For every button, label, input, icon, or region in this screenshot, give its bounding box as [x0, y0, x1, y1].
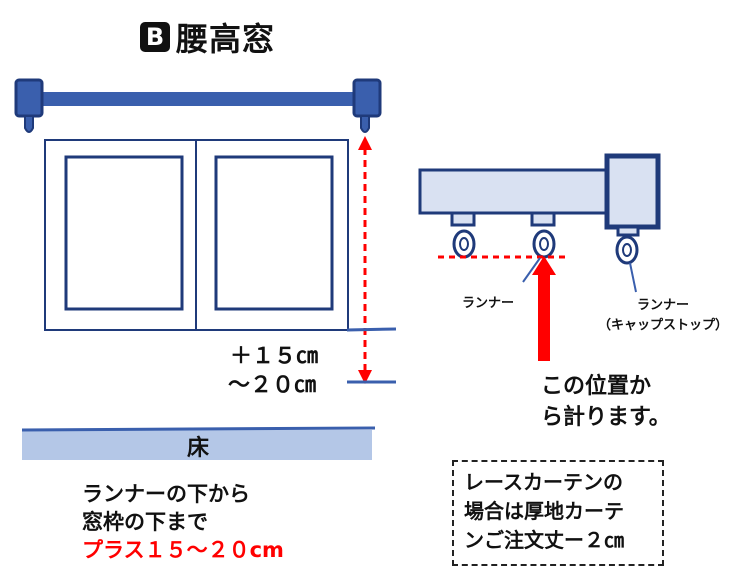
plus-label: ＋１５㎝ [230, 344, 319, 369]
instruction-line-2: 窓枠の下まで [82, 510, 208, 534]
lace-note-line-3: ンご注文丈ー２㎝ [464, 528, 624, 552]
window-pane-left [64, 155, 184, 311]
instruction-line-3: プラス１５～２０cm [82, 538, 284, 562]
arrow-up [358, 136, 372, 150]
lace-curtain-note: レースカーテンの 場合は厚地カーテ ンご注文丈ー２㎝ [452, 460, 664, 566]
red-arrow-head [532, 256, 556, 275]
lace-note-line-2: 場合は厚地カーテ [464, 499, 624, 523]
runner-cap-label-line-1: ランナー [637, 298, 690, 313]
runner-cap [615, 225, 640, 265]
runner-2 [530, 211, 556, 259]
rail-hook-left [24, 115, 34, 133]
title-badge: B [140, 22, 170, 52]
instruction-note: ランナーの下から 窓枠の下まで プラス１５～２０cm [82, 480, 284, 564]
title-text: 腰高窓 [176, 20, 276, 58]
floor [21, 426, 376, 460]
instruction-line-1: ランナーの下から [82, 482, 250, 506]
range-label: ～２０㎝ [228, 373, 317, 398]
tick-upper [346, 327, 397, 332]
rail-detail [418, 153, 661, 361]
runner-cap-leader [629, 262, 637, 293]
floor-line [21, 426, 376, 432]
page-title: B 腰高窓 [140, 14, 275, 60]
runner-cap-label: ランナー （キャップストップ） [598, 296, 728, 336]
runner-leader [522, 257, 541, 283]
rail-section [418, 168, 617, 215]
measure-point-note: この位置か ら計ります。 [541, 371, 671, 433]
rail-end-left [14, 78, 44, 118]
floor-label: 床 [187, 436, 210, 461]
rail-hook-right [360, 115, 370, 133]
floor-surface [22, 430, 372, 460]
runner-1 [450, 211, 476, 259]
rail-end-right [352, 78, 382, 118]
window-pane-right [214, 155, 334, 311]
measure-note-line-2: ら計ります。 [541, 405, 671, 430]
runner-label: ランナー [462, 296, 515, 311]
arrow-down [358, 370, 372, 384]
rail-bar [30, 92, 370, 106]
measure-note-line-1: この位置か [541, 374, 652, 399]
end-cap [604, 153, 661, 230]
runner-cap-label-line-2: （キャップストップ） [598, 318, 729, 333]
window [44, 139, 349, 331]
red-arrow-shaft [538, 273, 550, 361]
curtain-rail [14, 78, 382, 133]
lace-note-line-1: レースカーテンの [464, 470, 623, 494]
measurement [346, 136, 397, 384]
